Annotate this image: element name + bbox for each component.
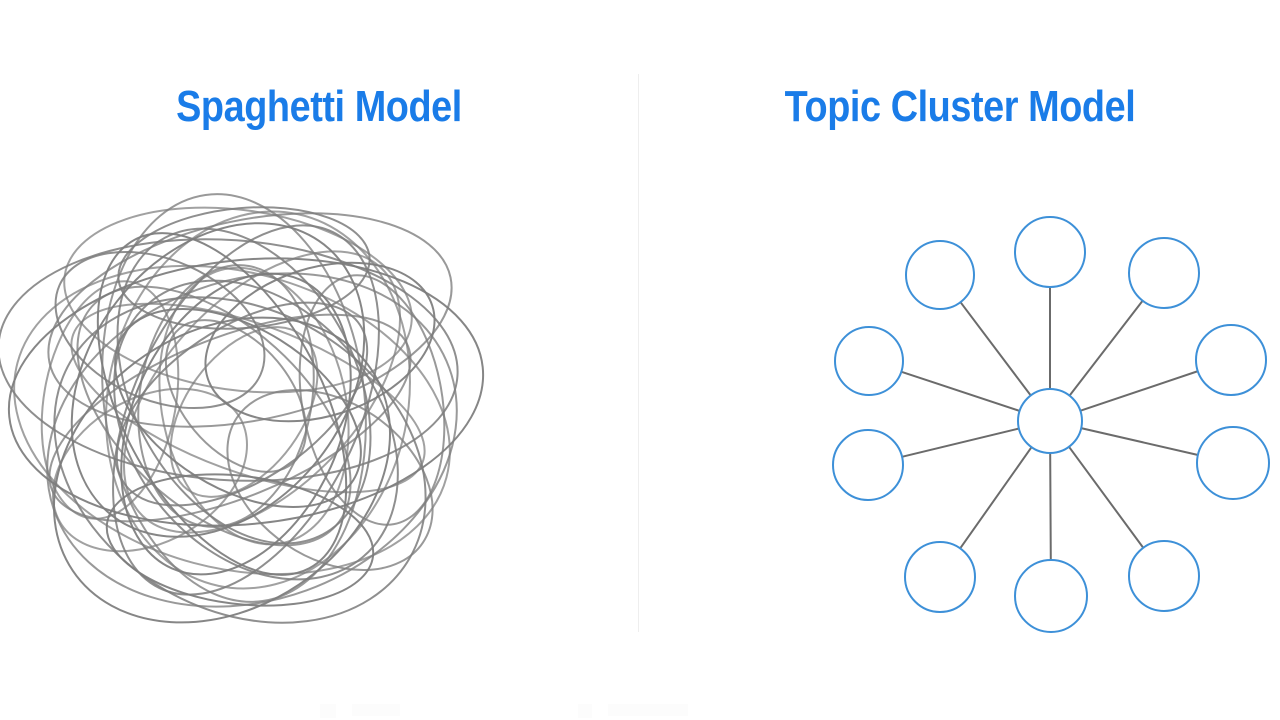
tangle-ellipse [48,313,412,523]
tangle-ellipse [112,224,380,596]
tangle-ellipse [47,212,453,428]
spaghetti-model-title: Spaghetti Model [176,82,462,131]
tangle-ellipse [169,326,319,498]
tangle-ellipse [164,319,308,473]
tangle-ellipse [158,266,350,546]
bottom-artifact [320,704,336,718]
tangle-ellipse [70,222,366,538]
topic-cluster-model-title: Topic Cluster Model [784,82,1136,131]
tangle-ellipse [105,473,375,607]
tangle-ellipse [53,296,427,624]
tangle-ellipse [114,308,362,508]
spaghetti-model-panel: Spaghetti Model [0,0,638,720]
tangle-ellipse [0,238,459,482]
tangle-ellipse [226,388,434,572]
tangle-ellipse [113,279,399,581]
tangle-ellipse [40,280,180,520]
topic-cluster-model-panel: Topic Cluster Model [640,0,1280,720]
tangle-stroke-group [0,193,485,624]
tangle-ellipse [117,206,371,330]
tangle-ellipse [13,264,451,576]
tangle-ellipse [122,250,402,534]
bottom-artifact [578,704,592,718]
tangle-ellipse [7,257,485,527]
tangle-ellipse [53,316,391,624]
tangle-ellipse [52,387,248,553]
tangle-ellipse [137,264,315,528]
tangle-ellipse [63,206,413,394]
tangle-ellipse [298,274,446,526]
tangle-ellipse [70,302,426,494]
tangle-ellipse [46,272,458,608]
tangle-ellipse [204,261,436,423]
vertical-divider [638,74,639,632]
tangle-ellipse [105,210,411,590]
tangle-ellipse [120,272,352,576]
tangle-ellipse [96,232,348,576]
tangle-ellipse [76,285,352,547]
tangle-ellipse [54,250,266,410]
tangle-ellipse [101,193,367,603]
bottom-artifact [608,704,688,716]
tangle-ellipse [116,227,372,545]
bottom-artifact [352,704,400,716]
tangle-ellipse [115,301,369,507]
